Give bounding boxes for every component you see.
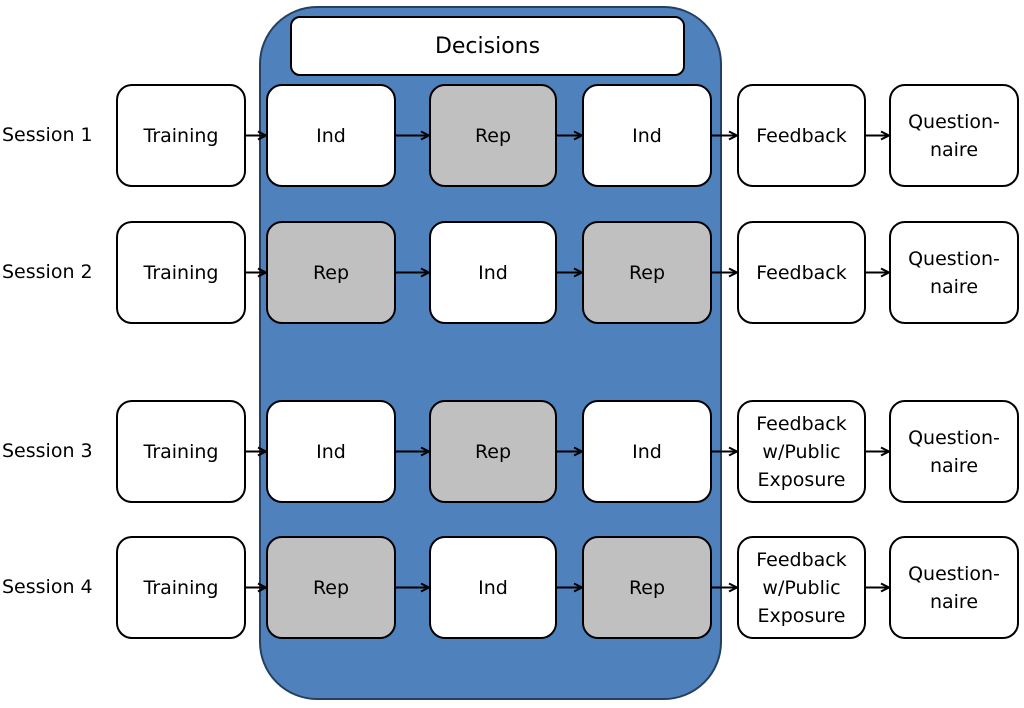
ind-decision-box: Ind bbox=[266, 400, 396, 503]
rep-decision-box-label: Rep bbox=[474, 440, 512, 463]
rep-decision-box-label: Rep bbox=[628, 576, 666, 599]
ind-decision-box-label: Ind bbox=[632, 440, 662, 463]
training-box-label: Training bbox=[143, 440, 219, 463]
questionnaire-box-label: Question- naire bbox=[908, 110, 1000, 161]
rep-decision-box: Rep bbox=[429, 84, 557, 187]
feedback-box: Feedback w/Public Exposure bbox=[737, 400, 866, 503]
ind-decision-box-label: Ind bbox=[316, 440, 346, 463]
ind-decision-box: Ind bbox=[582, 400, 712, 503]
ind-decision-box: Ind bbox=[429, 536, 557, 639]
session-label: Session 4 bbox=[2, 575, 93, 598]
training-box: Training bbox=[116, 221, 246, 324]
questionnaire-box-label: Question- naire bbox=[908, 562, 1000, 613]
ind-decision-box: Ind bbox=[582, 84, 712, 187]
questionnaire-box: Question- naire bbox=[889, 221, 1019, 324]
session-label: Session 2 bbox=[2, 260, 93, 283]
rep-decision-box-label: Rep bbox=[474, 124, 512, 147]
rep-decision-box-label: Rep bbox=[312, 261, 350, 284]
questionnaire-box: Question- naire bbox=[889, 84, 1019, 187]
rep-decision-box: Rep bbox=[266, 536, 396, 639]
questionnaire-box: Question- naire bbox=[889, 536, 1019, 639]
questionnaire-box-label: Question- naire bbox=[908, 247, 1000, 298]
feedback-box-label: Feedback bbox=[756, 124, 847, 147]
rep-decision-box: Rep bbox=[266, 221, 396, 324]
feedback-box: Feedback bbox=[737, 221, 866, 324]
training-box: Training bbox=[116, 400, 246, 503]
feedback-box-label: Feedback w/Public Exposure bbox=[756, 548, 847, 627]
feedback-box: Feedback bbox=[737, 84, 866, 187]
rep-decision-box-label: Rep bbox=[628, 261, 666, 284]
session-label: Session 1 bbox=[2, 123, 93, 146]
ind-decision-box-label: Ind bbox=[632, 124, 662, 147]
rep-decision-box: Rep bbox=[429, 400, 557, 503]
ind-decision-box-label: Ind bbox=[478, 261, 508, 284]
ind-decision-box: Ind bbox=[266, 84, 396, 187]
training-box-label: Training bbox=[143, 261, 219, 284]
training-box: Training bbox=[116, 536, 246, 639]
session-label: Session 3 bbox=[2, 439, 93, 462]
questionnaire-box: Question- naire bbox=[889, 400, 1019, 503]
ind-decision-box-label: Ind bbox=[478, 576, 508, 599]
ind-decision-box: Ind bbox=[429, 221, 557, 324]
decisions-title: Decisions bbox=[290, 16, 685, 76]
questionnaire-box-label: Question- naire bbox=[908, 426, 1000, 477]
feedback-box: Feedback w/Public Exposure bbox=[737, 536, 866, 639]
rep-decision-box-label: Rep bbox=[312, 576, 350, 599]
feedback-box-label: Feedback bbox=[756, 261, 847, 284]
rep-decision-box: Rep bbox=[582, 536, 712, 639]
training-box-label: Training bbox=[143, 124, 219, 147]
feedback-box-label: Feedback w/Public Exposure bbox=[756, 412, 847, 491]
rep-decision-box: Rep bbox=[582, 221, 712, 324]
training-box-label: Training bbox=[143, 576, 219, 599]
ind-decision-box-label: Ind bbox=[316, 124, 346, 147]
training-box: Training bbox=[116, 84, 246, 187]
